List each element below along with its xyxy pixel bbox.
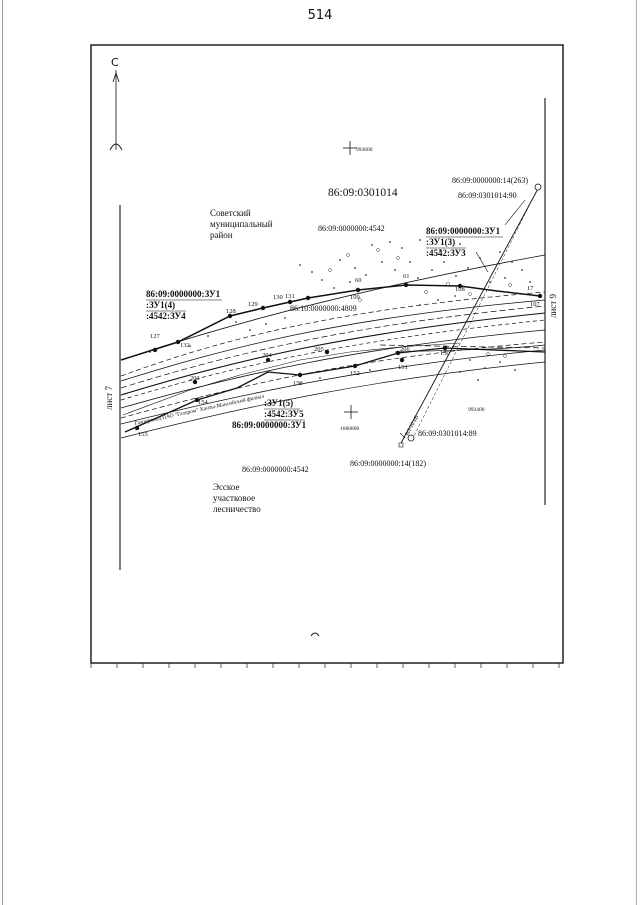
zu5-line-1: :ЗУ1(5) <box>264 398 293 408</box>
point-205: 205 <box>314 346 324 353</box>
north-arrow-icon <box>109 70 123 151</box>
parcel-14-182: 86:09:0000000:14(182) <box>350 459 426 468</box>
parcel-4542-bottom: 86:09:0000000:4542 <box>242 465 309 474</box>
north-label: С <box>111 56 119 69</box>
grid-x-top: 993600 <box>356 147 373 153</box>
parcel-4809: 86:10:0000000:4809 <box>290 304 357 313</box>
parcel-0301014-89: 86:09:0301014:89 <box>418 429 477 438</box>
point-131: 131 <box>285 293 295 300</box>
zu4-line-1: 86:09:0000000:ЗУ1 <box>146 289 221 299</box>
point-203: 203 <box>190 375 200 382</box>
point-108: 108 <box>455 286 465 293</box>
point-17: 17 <box>527 285 534 292</box>
area-main-label: 86:09:0301014 <box>328 187 398 199</box>
grid-x-bottom: 993400 <box>468 407 485 413</box>
zu3-line-1: 86:09:0000000:ЗУ1 <box>426 226 501 236</box>
point-107: 107 <box>530 301 541 308</box>
parcel-0301014-90: 86:09:0301014:90 <box>458 191 517 200</box>
leader-lines <box>399 199 526 439</box>
point-155: 155 <box>138 431 148 438</box>
page-number: 514 <box>307 8 333 23</box>
small-circle-marks <box>328 248 512 358</box>
forestry-line-3: лесничество <box>213 504 261 514</box>
point-153: 153 <box>293 380 303 387</box>
scan-edge-right <box>636 0 637 905</box>
point-151: 151 <box>398 364 408 371</box>
grid-cross-top-icon <box>343 141 357 155</box>
boundary-inner <box>122 342 461 416</box>
zu4-line-3: :4542:ЗУ4 <box>146 311 186 321</box>
point-206: 206 <box>400 346 411 353</box>
pole-bottom-icon <box>407 434 415 442</box>
grid-y: 1660800 <box>340 426 360 432</box>
power-line-offset <box>411 199 533 441</box>
forestry-line-2: участковое <box>213 493 255 503</box>
power-line <box>399 184 541 446</box>
district-line-1: Советский <box>210 208 251 218</box>
spot-marks <box>149 239 531 384</box>
district-line-3: район <box>210 230 233 240</box>
zu4-line-2: :ЗУ1(4) <box>146 300 175 310</box>
point-130: 130 <box>273 294 283 301</box>
point-109: 109 <box>350 294 360 301</box>
frame-ticks <box>90 663 560 668</box>
point-61: 61 <box>403 273 410 280</box>
zu3-line-2: :ЗУ1(3) <box>426 237 455 247</box>
point-154: 154 <box>198 399 209 406</box>
sheet-label-right: лист 9 <box>548 294 558 318</box>
grid-cross-bottom-icon <box>344 405 358 419</box>
zu5-line-3: 86:09:0000000:ЗУ1 <box>232 420 307 430</box>
zu5-line-2: :4542:ЗУ5 <box>264 409 304 419</box>
scan-edge-left <box>2 0 3 905</box>
parcel-4542-top: 86:09:0000000:4542 <box>318 224 385 233</box>
sheet-label-left: лист 7 <box>104 386 114 410</box>
map-frame <box>90 44 564 664</box>
point-129: 129 <box>248 301 258 308</box>
bottom-mark-icon <box>310 632 320 637</box>
point-60: 60 <box>355 277 362 284</box>
point-128: 128 <box>226 308 236 315</box>
parcel-14-263: 86:09:0000000:14(263) <box>452 176 528 185</box>
district-line-2: муниципальный <box>210 219 273 229</box>
boundary-points <box>134 282 543 431</box>
forestry-line-1: Эсское <box>213 482 239 492</box>
pole-top-icon <box>534 183 542 191</box>
point-204: 204 <box>262 352 273 359</box>
zu3-line-3: :4542:ЗУ3 <box>426 248 466 258</box>
point-150: 150 <box>440 350 450 357</box>
point-132: 132 <box>180 342 190 349</box>
point-152: 152 <box>350 370 360 377</box>
point-127: 127 <box>150 333 161 340</box>
pole-square-icon <box>398 442 404 448</box>
